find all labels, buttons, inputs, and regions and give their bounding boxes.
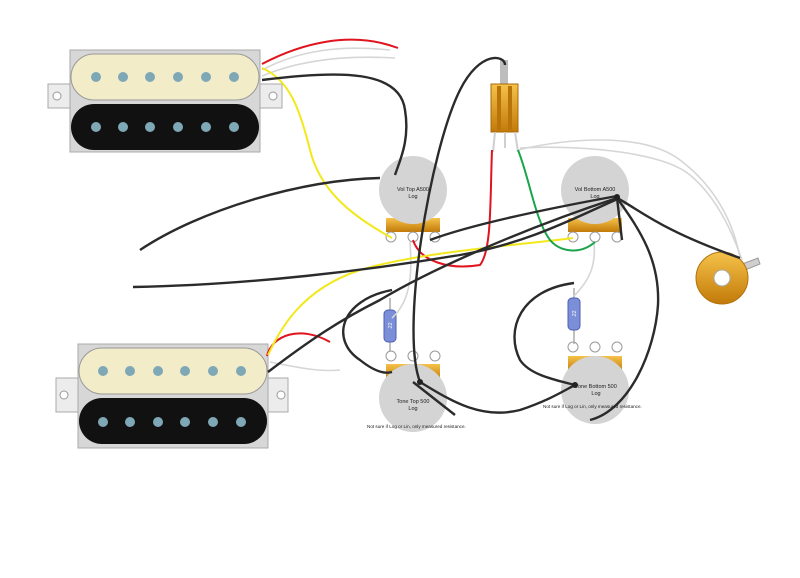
bridge-pickup-black-coil bbox=[79, 398, 267, 444]
right-capacitor-value: .22 bbox=[572, 310, 578, 317]
tone-bottom-pot-taper: Log bbox=[591, 391, 600, 397]
output-jack bbox=[695, 251, 761, 305]
vol-top-pot-taper: Log bbox=[408, 194, 417, 200]
left-capacitor: .22 bbox=[383, 298, 397, 352]
toggle-switch bbox=[490, 60, 519, 153]
tone-top-pot-taper: Log bbox=[408, 406, 417, 412]
vol-top-pot: Vol Top A500 Log bbox=[379, 156, 447, 243]
bridge-humbucker bbox=[55, 343, 289, 449]
vol-bottom-pot: Vol Bottom A500 Log bbox=[561, 156, 629, 243]
tone-bottom-note: Not sure if Log or Lin, only measured re… bbox=[543, 404, 642, 409]
left-capacitor-value: .22 bbox=[388, 322, 394, 329]
white-wires bbox=[261, 47, 743, 372]
green-wire bbox=[517, 149, 596, 252]
neck-pickup-black-coil bbox=[71, 104, 259, 150]
tone-top-note: Not sure if Log or Lin, only measured re… bbox=[367, 424, 466, 429]
vol-bottom-pot-taper: Log bbox=[590, 194, 599, 200]
vol-bottom-pot-label: Vol Bottom A500 bbox=[575, 187, 616, 193]
bridge-pickup-cream-coil bbox=[78, 347, 268, 395]
red-wires bbox=[261, 38, 493, 357]
tone-top-pot-label: Tone Top 500 bbox=[397, 399, 430, 405]
neck-pickup-poles bbox=[91, 72, 239, 132]
bridge-pickup-poles bbox=[98, 366, 246, 427]
neck-humbucker bbox=[47, 49, 283, 153]
solder-joints bbox=[417, 194, 620, 388]
black-wires bbox=[132, 56, 741, 422]
right-capacitor: .22 bbox=[567, 288, 581, 344]
tone-top-pot: Tone Top 500 Log bbox=[379, 350, 447, 432]
neck-pickup-cream-coil bbox=[70, 53, 260, 101]
tone-bottom-pot: Tone Bottom 500 Log bbox=[561, 341, 629, 424]
vol-top-pot-label: Vol Top A500 bbox=[397, 187, 429, 193]
tone-bottom-pot-label: Tone Bottom 500 bbox=[575, 384, 617, 390]
